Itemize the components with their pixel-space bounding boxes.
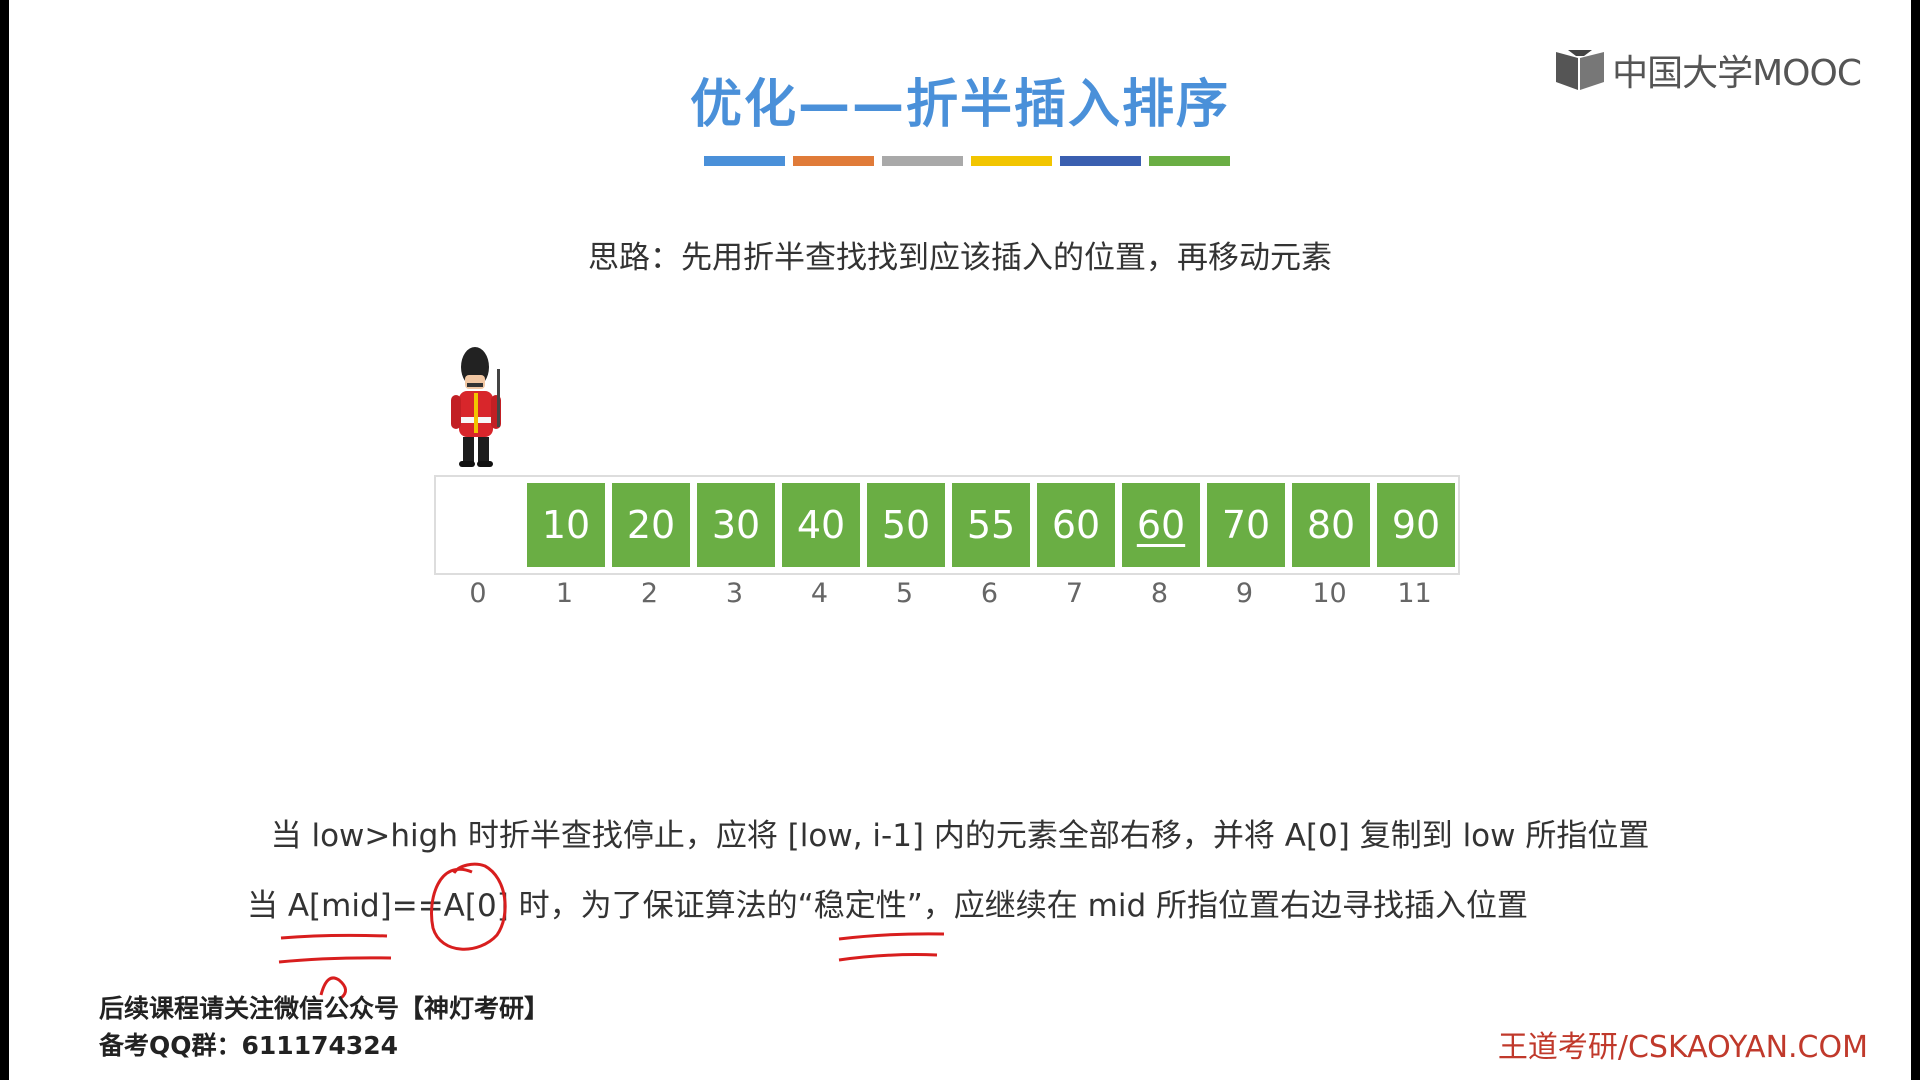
array-cell: 30 [697, 483, 775, 567]
sentinel-guard-icon [451, 347, 501, 467]
array-cell: 60 [1037, 483, 1115, 567]
mooc-book-icon [1556, 50, 1605, 90]
color-segment [971, 156, 1052, 166]
array-index: 7 [1065, 578, 1084, 609]
array-cell: 10 [527, 483, 605, 567]
array-index: 10 [1312, 578, 1347, 609]
array-index: 8 [1150, 578, 1169, 609]
array-cell: 40 [782, 483, 860, 567]
slide-title: 优化——折半插入排序 [689, 75, 1230, 135]
array-index: 11 [1397, 578, 1432, 609]
color-segment [793, 156, 874, 166]
sorted-array: 10 20 30 40 50 55 60 60 70 80 90 [434, 475, 1460, 575]
idea-text: 思路：先用折半查找找到应该插入的位置，再移动元素 [588, 240, 1332, 276]
array-cell: 20 [612, 483, 690, 567]
array-cell: 55 [952, 483, 1030, 567]
footer-wechat: 后续课程请关注微信公众号【神灯考研】 [99, 994, 550, 1023]
footer-brand: 王道考研/CSKAOYAN.COM [1497, 1030, 1868, 1065]
note-line-stability: 当 A[mid]==A[0] 时，为了保证算法的“稳定性”，应继续在 mid 所… [247, 888, 1528, 924]
color-segment [882, 156, 963, 166]
title-color-bar [704, 156, 1230, 166]
slide: 中国大学MOOC 优化——折半插入排序 思路：先用折半查找找到应该插入的位置，再… [9, 0, 1911, 1080]
ink-underline [278, 956, 392, 964]
array-index: 0 [469, 578, 487, 609]
array-cell: 50 [867, 483, 945, 567]
array-cell: 80 [1292, 483, 1370, 567]
array-cell: 70 [1207, 483, 1285, 567]
array-index: 9 [1235, 578, 1254, 609]
array-index: 2 [640, 578, 659, 609]
ink-underline [838, 932, 945, 941]
color-segment [1149, 156, 1230, 166]
logo-text: 中国大学MOOC [1612, 53, 1862, 94]
ink-underline [838, 953, 938, 962]
array-cell: 90 [1377, 483, 1455, 567]
array-index: 1 [555, 578, 574, 609]
array-indices: 0 1 2 3 4 5 6 7 8 9 10 11 [434, 578, 1457, 609]
array-index: 4 [810, 578, 829, 609]
array-cell-sentinel [438, 483, 520, 567]
array-index: 5 [895, 578, 914, 609]
color-segment [1060, 156, 1141, 166]
mooc-logo: 中国大学MOOC [1554, 44, 1862, 96]
array-index: 6 [980, 578, 999, 609]
array-cell-current: 60 [1122, 483, 1200, 567]
note-line-stop-condition: 当 low>high 时折半查找停止，应将 [low, i-1] 内的元素全部右… [270, 818, 1650, 854]
ink-underline [280, 933, 388, 940]
color-segment [704, 156, 785, 166]
array-index: 3 [725, 578, 744, 609]
footer-qq-group: 备考QQ群：611174324 [99, 1031, 399, 1060]
footer-contact: 后续课程请关注微信公众号【神灯考研】 备考QQ群：611174324 [99, 990, 549, 1064]
